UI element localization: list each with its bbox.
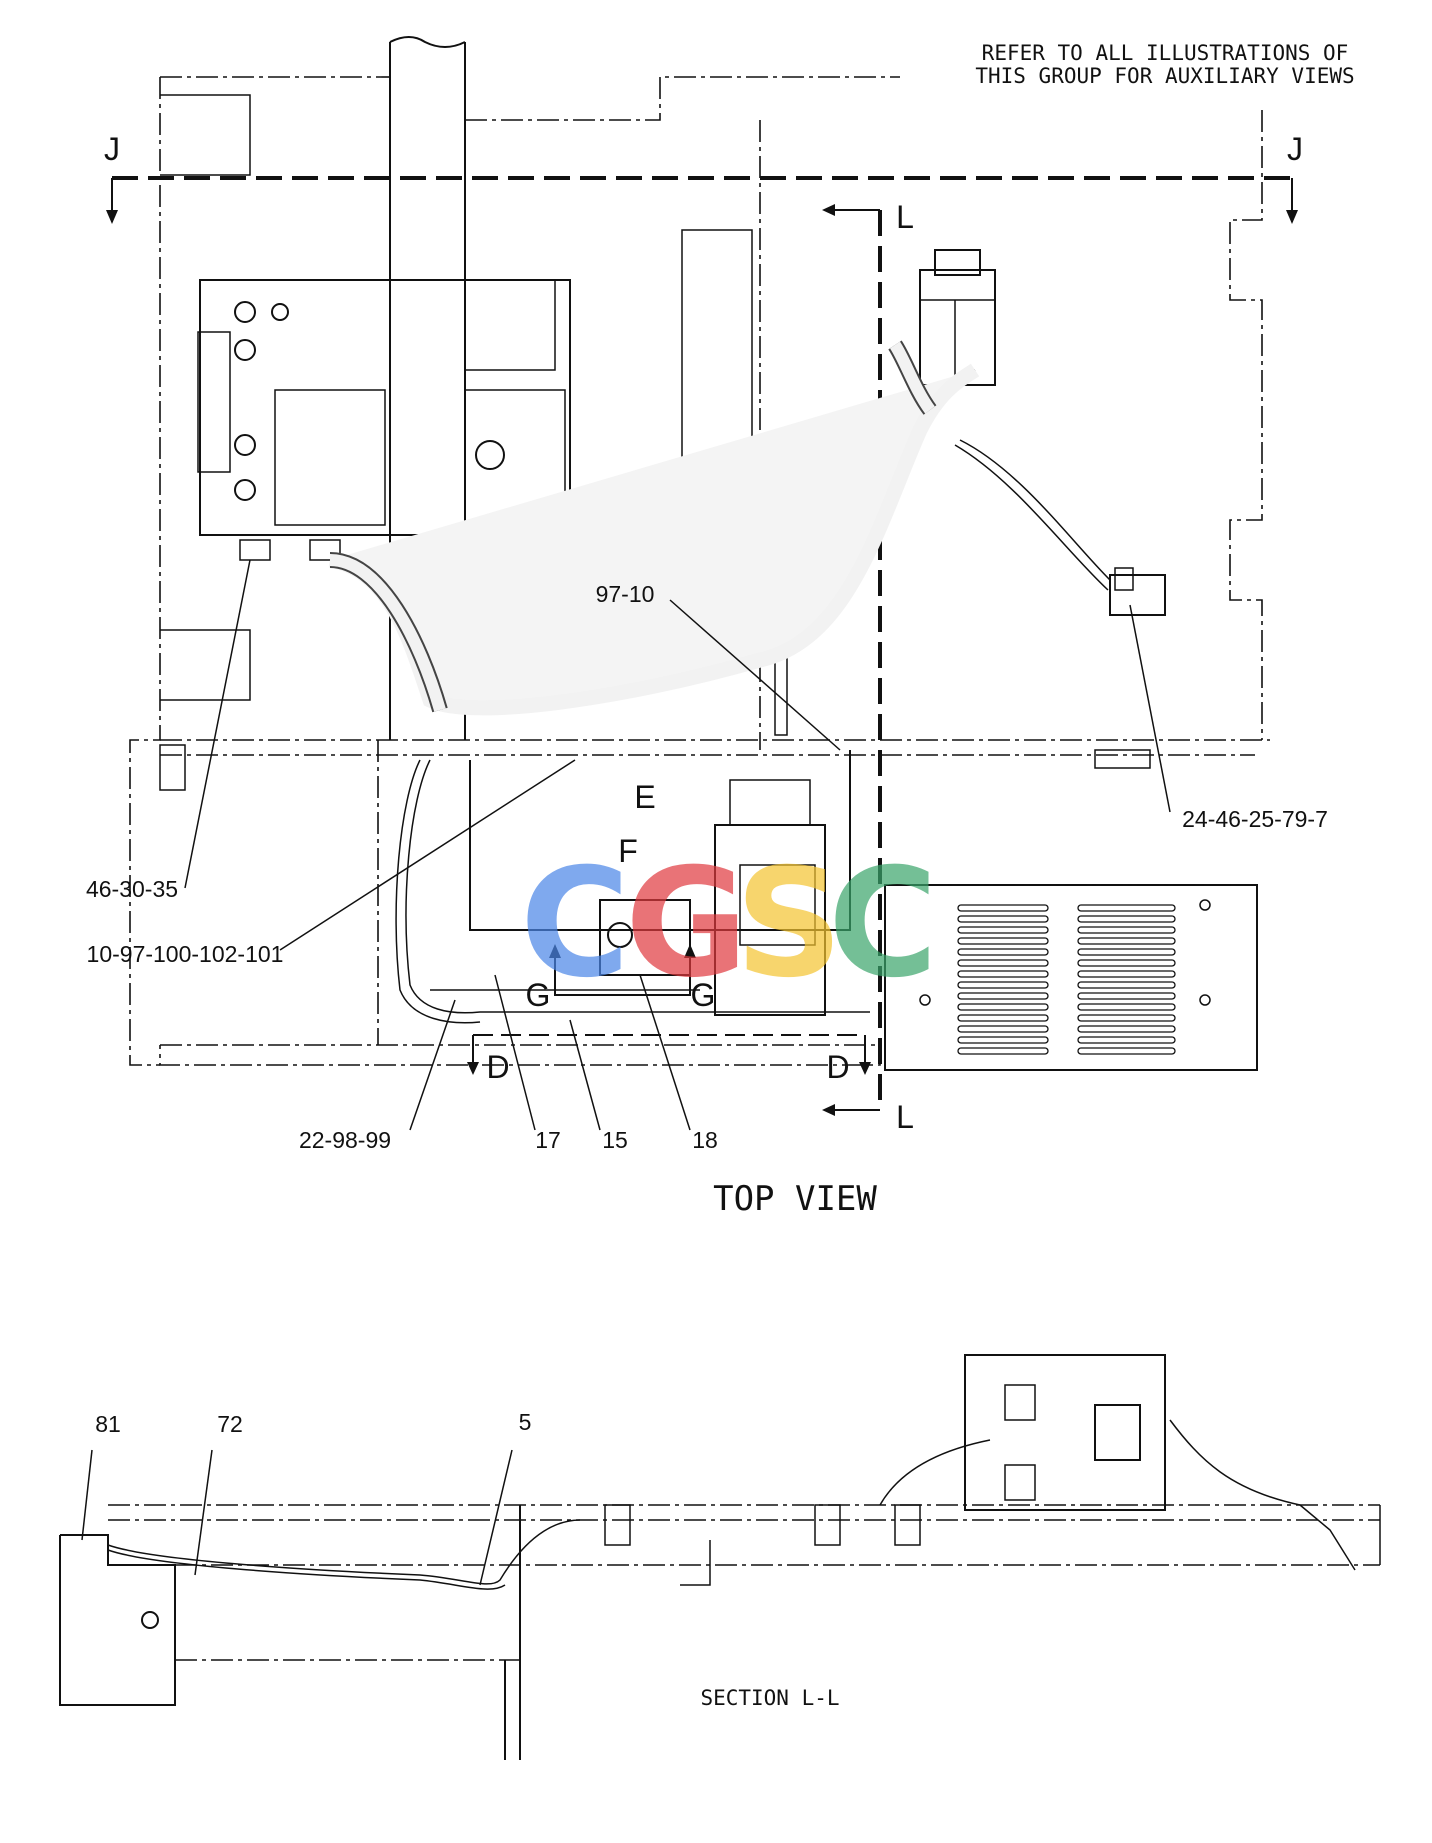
note-line-1: REFER TO ALL ILLUSTRATIONS OF xyxy=(982,41,1349,65)
louvre-slot xyxy=(957,1014,1049,1022)
callout-18: 18 xyxy=(692,1127,718,1153)
louvre-slot xyxy=(957,970,1049,978)
louvre-slot xyxy=(957,1003,1049,1011)
louvre-slot xyxy=(1077,948,1176,956)
callout-10-97-100-102-101: 10-97-100-102-101 xyxy=(87,941,284,967)
vent-panel xyxy=(884,749,1258,1071)
watermark-letter-2: G xyxy=(625,837,748,1011)
callout-22-98-99: 22-98-99 xyxy=(299,1127,391,1153)
louvre-slot xyxy=(1077,1025,1176,1033)
louvre-slot xyxy=(1077,1014,1176,1022)
louvre-slot xyxy=(1077,1047,1176,1055)
louvre-slot xyxy=(957,1025,1049,1033)
pump-motor xyxy=(919,249,996,386)
watermark-letter-4: C xyxy=(828,837,938,1011)
louvre-slot xyxy=(957,1036,1049,1044)
section-line-g xyxy=(549,944,696,996)
louvre-slot xyxy=(957,915,1049,923)
louvre-slot xyxy=(1077,915,1176,923)
callout-24-46-25-79-7: 24-46-25-79-7 xyxy=(1182,806,1328,832)
section-ll-leaders xyxy=(81,1449,513,1586)
marker-f: F xyxy=(618,833,638,869)
section-ll-drawing xyxy=(59,1354,1381,1760)
marker-d-left: D xyxy=(486,1049,509,1085)
manifold-block xyxy=(599,899,691,976)
louvre-slot xyxy=(957,992,1049,1000)
marker-j-right: J xyxy=(1287,131,1303,167)
control-box xyxy=(714,779,826,1016)
lower-tray xyxy=(395,750,870,1024)
louvre-slot xyxy=(957,926,1049,934)
watermark-letter-3: S xyxy=(735,837,843,1011)
louvre-slot xyxy=(1077,1036,1176,1044)
louvre-slot xyxy=(1077,981,1176,989)
callout-5: 5 xyxy=(519,1409,532,1435)
section-line-d xyxy=(467,1034,871,1075)
callout-17: 17 xyxy=(535,1127,561,1153)
callout-15: 15 xyxy=(602,1127,628,1153)
hose-assembly xyxy=(328,340,1111,716)
callout-46-30-35: 46-30-35 xyxy=(86,876,178,902)
section-ll-title: SECTION L-L xyxy=(700,1686,839,1710)
louvre-slot xyxy=(1077,959,1176,967)
marker-l-bottom: L xyxy=(896,1099,914,1135)
louvre-slot xyxy=(1077,904,1176,912)
callout-72: 72 xyxy=(217,1411,243,1437)
marker-g-left: G xyxy=(526,977,551,1013)
louvre-slot xyxy=(957,981,1049,989)
callout-97-10: 97-10 xyxy=(596,581,655,607)
section-line-j xyxy=(106,176,1298,224)
callout-81: 81 xyxy=(95,1411,121,1437)
louvre-slot xyxy=(1077,992,1176,1000)
watermark-letter-1: C xyxy=(520,837,630,1011)
louvre-slot xyxy=(957,904,1049,912)
note-line-2: THIS GROUP FOR AUXILIARY VIEWS xyxy=(975,64,1354,88)
marker-d-right: D xyxy=(826,1049,849,1085)
marker-e: E xyxy=(634,779,655,815)
marker-g-right: G xyxy=(691,977,716,1013)
pressure-switch xyxy=(1109,567,1166,616)
louvre-slot xyxy=(957,948,1049,956)
louvre-slot xyxy=(1077,926,1176,934)
louvre-slot xyxy=(957,937,1049,945)
watermark-logo: C G S C xyxy=(520,837,938,1011)
louvre-slot xyxy=(1077,1003,1176,1011)
marker-l-top: L xyxy=(896,199,914,235)
louvre-slot xyxy=(957,959,1049,967)
louvre-slot xyxy=(957,1047,1049,1055)
louvre-slot xyxy=(1077,970,1176,978)
louvre-slot xyxy=(1077,937,1176,945)
marker-j-left: J xyxy=(104,131,120,167)
section-line-l xyxy=(822,204,882,1116)
leader-lines xyxy=(184,559,1171,1131)
top-view-title: TOP VIEW xyxy=(713,1179,877,1219)
